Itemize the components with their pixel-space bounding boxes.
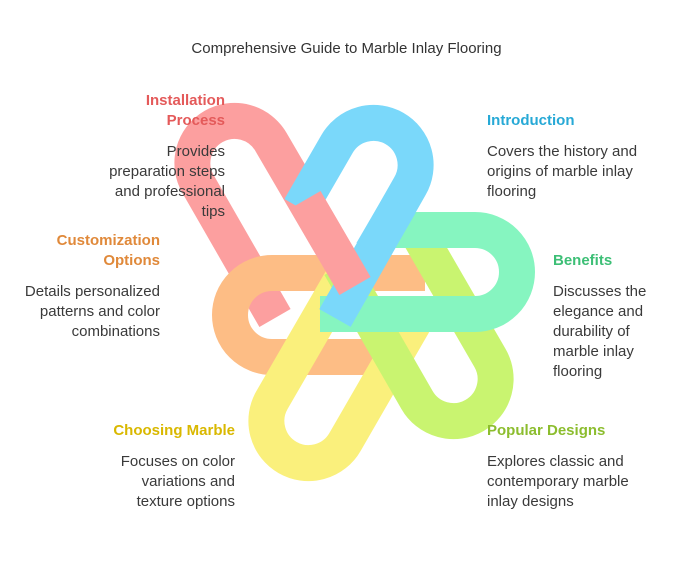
heading-popular-designs: Popular Designs bbox=[487, 422, 606, 439]
heading-choosing-marble: Choosing Marble bbox=[113, 422, 235, 439]
heading-customization: Customization Options bbox=[56, 232, 160, 269]
shape-installation-over bbox=[289, 190, 371, 296]
section-introduction: Introduction Covers the history and orig… bbox=[487, 111, 657, 202]
shape-introduction-over bbox=[356, 194, 416, 262]
body-installation: Provides preparation steps and professio… bbox=[109, 143, 225, 220]
heading-installation: Installation Process bbox=[145, 92, 225, 129]
section-choosing-marble: Choosing Marble Focuses on color variati… bbox=[95, 421, 235, 512]
section-installation: Installation Process Provides preparatio… bbox=[90, 91, 225, 222]
body-choosing-marble: Focuses on color variations and texture … bbox=[120, 453, 235, 510]
shape-benefits bbox=[320, 212, 535, 332]
section-popular-designs: Popular Designs Explores classic and con… bbox=[487, 421, 637, 512]
shape-customization bbox=[212, 255, 425, 375]
body-introduction: Covers the history and origins of marble… bbox=[487, 143, 638, 200]
heading-introduction: Introduction bbox=[487, 112, 575, 129]
section-customization: Customization Options Details personaliz… bbox=[20, 231, 160, 342]
body-popular-designs: Explores classic and contemporary marble… bbox=[487, 453, 629, 510]
body-benefits: Discusses the elegance and durability of… bbox=[553, 283, 647, 380]
body-customization: Details personalized patterns and color … bbox=[24, 283, 160, 340]
shape-popular-designs bbox=[324, 227, 514, 440]
section-benefits: Benefits Discusses the elegance and dura… bbox=[553, 251, 673, 382]
diagram-title: Comprehensive Guide to Marble Inlay Floo… bbox=[191, 40, 502, 57]
shape-choosing-marble bbox=[248, 257, 436, 482]
heading-benefits: Benefits bbox=[553, 252, 613, 269]
shape-introduction bbox=[284, 104, 434, 327]
shape-installation bbox=[174, 102, 364, 327]
